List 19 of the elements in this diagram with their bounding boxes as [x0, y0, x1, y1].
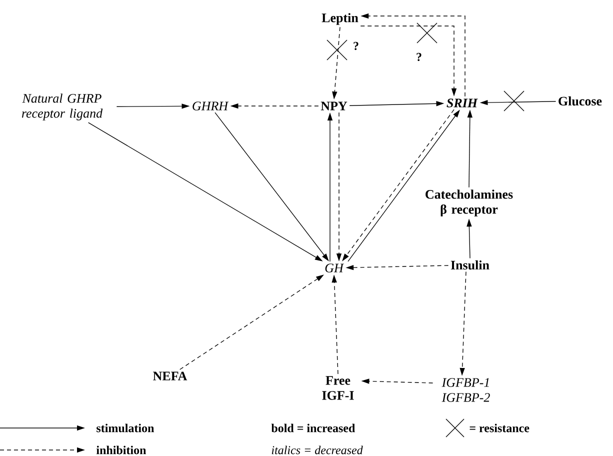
legend-label: = resistance [470, 424, 530, 432]
increased-label: Leptin [322, 13, 358, 25]
increased-label: Glucose [558, 96, 602, 106]
decreased-label: GHRH [192, 102, 229, 110]
edge-label: ? [416, 52, 422, 62]
legend-label: stimulation [96, 424, 154, 432]
increased-label: Catecholamines β receptor [426, 190, 513, 216]
increased-label: NPY [320, 102, 348, 110]
key-note: italics = decreased [272, 446, 363, 454]
decreased-label: Natural GHRP receptor ligand [22, 94, 103, 120]
decreased-label: GH [325, 264, 344, 272]
decreased-label: SRIH [446, 98, 478, 108]
increased-label: Insulin [450, 260, 490, 270]
key-note: bold = increased [271, 424, 356, 432]
increased-label: Free IGF-I [322, 376, 354, 400]
edge-label: ? [354, 42, 358, 50]
legend-label: inhibition [96, 446, 146, 454]
decreased-label: IGFBP-1 IGFBP-2 [442, 378, 490, 402]
increased-label: NEFA [153, 372, 188, 380]
